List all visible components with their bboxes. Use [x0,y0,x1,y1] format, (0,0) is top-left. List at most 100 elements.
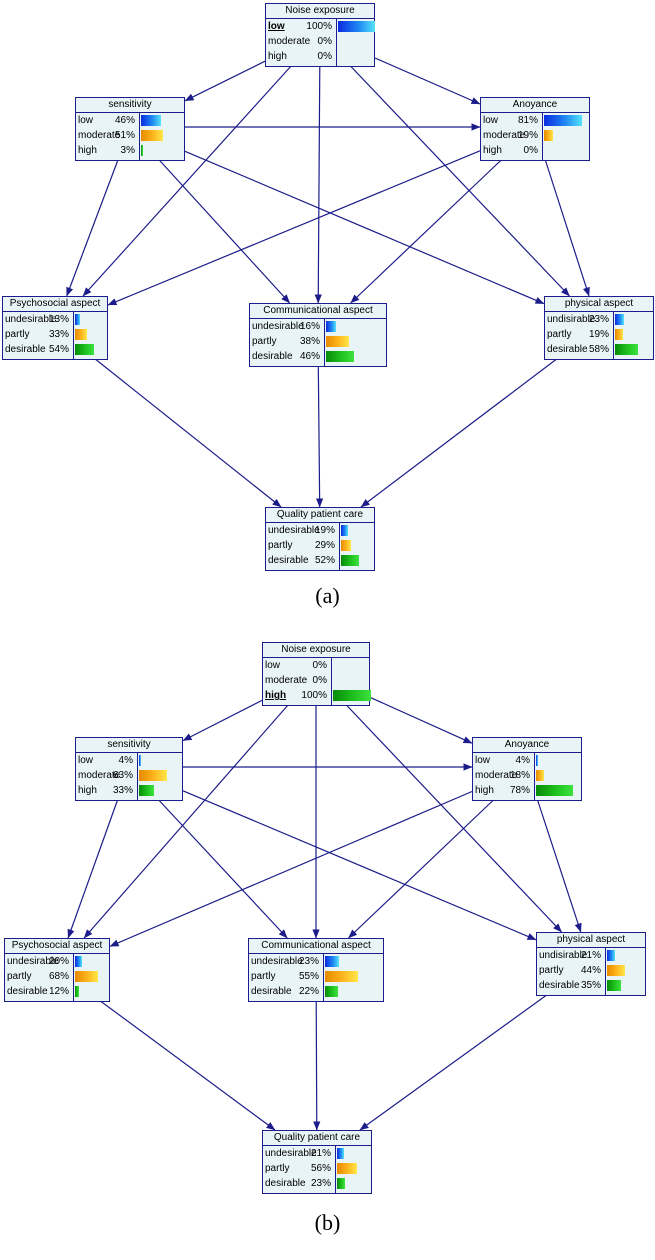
state-percent: 46% [299,351,320,362]
node-title: Communicational aspect [249,939,383,954]
probability-bar [607,950,615,961]
state-percent: 4% [515,755,530,766]
state-percent: 4% [118,755,133,766]
state-percent: 0% [312,675,327,686]
state-label: undesirable [265,1148,317,1159]
probability-bar [544,130,553,141]
edge-anoy-to-comm [348,798,495,939]
state-label: high [265,690,287,701]
state-label: high [78,785,97,796]
edge-noise-to-sens [184,60,266,102]
node-title: sensitivity [76,738,182,753]
state-label: high [78,145,97,156]
state-label: low [265,660,281,671]
state-label: partly [547,329,572,340]
edge-anoy-to-phys [544,158,590,297]
edge-anoy-to-comm [350,158,503,304]
edge-sens-to-psy [66,158,119,297]
edge-anoy-to-phys [536,798,582,933]
state-percent: 12% [48,986,69,997]
node-divider [73,954,74,1001]
edge-psy-to-qual [98,999,276,1131]
edge-phys-to-qual [359,993,549,1131]
node-divider [323,954,324,1001]
edge-phys-to-qual [360,357,559,508]
panel-caption: (a) [315,583,340,608]
edge-noise-to-sens [182,699,263,742]
state-percent: 18% [509,770,530,781]
edge-noise-to-phys [344,703,563,933]
node-divider [613,312,614,359]
state-label: partly [539,965,564,976]
edge-comm-to-qual [313,999,321,1131]
probability-bar [325,971,358,982]
node-divider [137,753,138,800]
state-percent: 78% [509,785,530,796]
probability-bar [337,1178,345,1189]
node-divider [73,312,74,359]
state-label: partly [7,971,32,982]
node-divider [336,19,337,66]
state-percent: 46% [114,115,135,126]
edges-layer [67,696,582,1131]
edge-noise-to-phys [349,64,570,297]
edge-noise-to-psy [83,703,290,939]
